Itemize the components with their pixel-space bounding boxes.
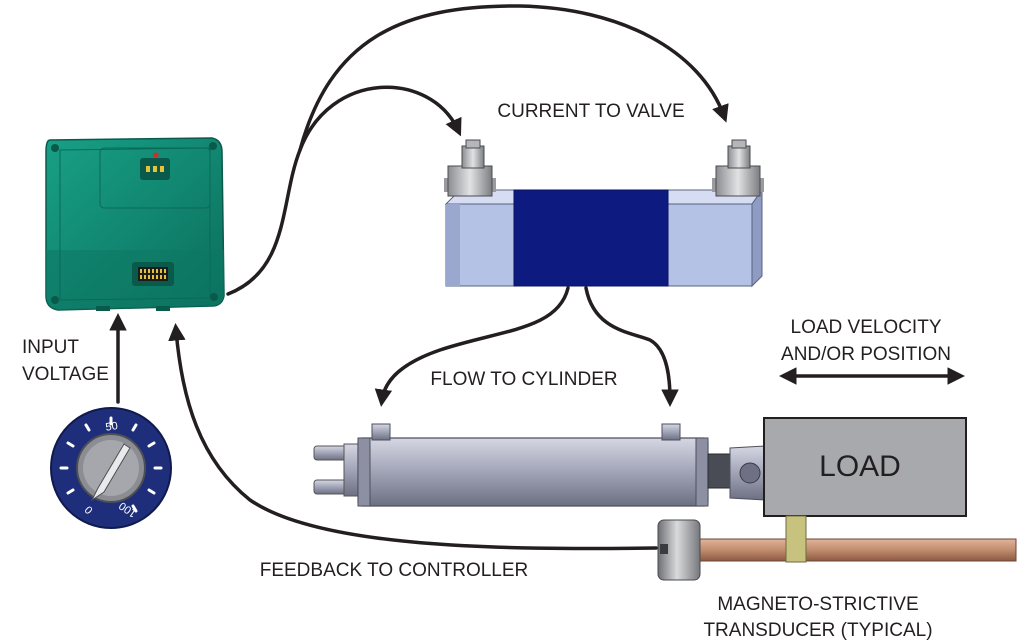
rod-end-clevis (729, 445, 767, 501)
cylinder-port-b (661, 423, 681, 441)
label-transducer-line1: MAGNETO-STRICTIVE (717, 594, 918, 615)
arrow-feedback (168, 323, 658, 551)
valve-port-right (712, 139, 764, 197)
status-led-connector (140, 152, 170, 180)
arrow-to-valve-left (226, 85, 462, 296)
transducer-head (657, 519, 701, 581)
position-magnet (785, 515, 807, 563)
valve-port-left (444, 139, 496, 197)
proportional-valve (444, 139, 764, 288)
transducer-rod (699, 538, 1017, 562)
controller-unit (45, 137, 225, 311)
load-block: LOAD (763, 417, 967, 517)
load-label: LOAD (819, 450, 901, 483)
label-input-line2: VOLTAGE (22, 364, 109, 385)
label-transducer-line2: TRANSDUCER (TYPICAL) (703, 620, 932, 641)
io-connector (132, 262, 174, 286)
dial-ticks (59, 416, 163, 513)
arrow-flow-right (584, 286, 679, 407)
signal-arrows (109, 4, 965, 551)
dial-pointer (90, 443, 131, 502)
transducer (657, 515, 1017, 581)
cylinder-clevis (313, 443, 361, 497)
label-current-to-valve: CURRENT TO VALVE (497, 101, 684, 122)
label-flow-to-cylinder: FLOW TO CYLINDER (430, 369, 617, 390)
label-load-velocity-line1: LOAD VELOCITY (791, 317, 942, 338)
dial-label-50: 50 (105, 420, 119, 434)
hydraulic-cylinder (313, 423, 767, 507)
label-input-line1: INPUT (22, 337, 79, 358)
label-load-velocity-line2: AND/OR POSITION (781, 344, 951, 365)
input-dial: 50 0 100 (50, 407, 172, 529)
arrow-flow-left (374, 286, 570, 407)
valve-solenoid (513, 189, 669, 287)
cylinder-port-a (371, 423, 391, 441)
label-feedback-to-controller: FEEDBACK TO CONTROLLER (260, 560, 529, 581)
arrow-to-valve-right (298, 4, 729, 152)
